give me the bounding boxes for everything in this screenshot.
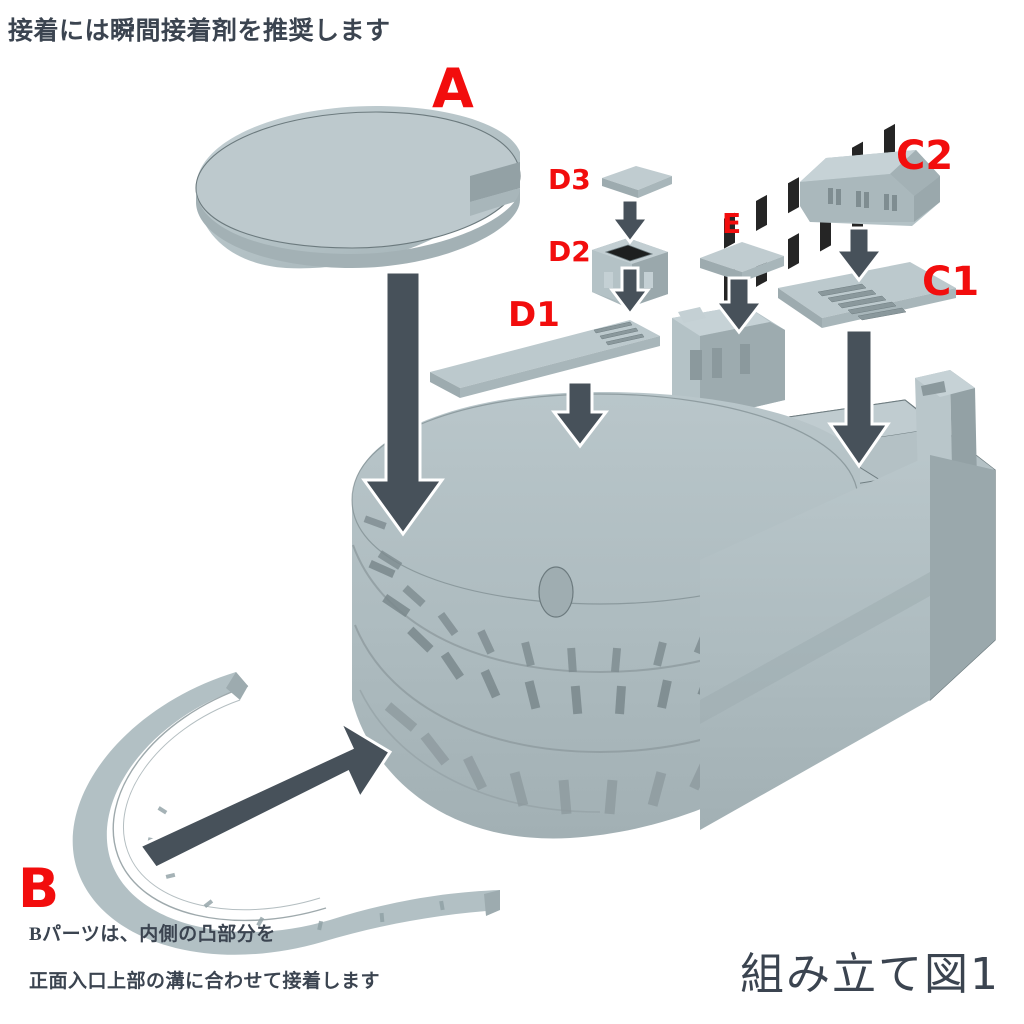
part-d3-plate <box>602 166 672 198</box>
assembly-arrows <box>137 198 891 870</box>
part-label-c1: C1 <box>922 259 980 305</box>
arrow-d1-down <box>550 380 610 449</box>
arrow-e-down <box>712 276 766 335</box>
part-label-a: A <box>432 57 474 120</box>
building-right-wing <box>700 123 930 830</box>
part-c2-gable-block <box>800 150 940 226</box>
part-label-d1: D1 <box>508 295 560 335</box>
part-b-instruction-line2: 正面入口上部の溝に合わせて接着します <box>29 970 381 992</box>
building-corner-tower <box>915 370 977 482</box>
part-a-dome <box>195 106 521 269</box>
part-b-instruction-line1: Bパーツは、内側の凸部分を <box>29 924 276 946</box>
arrow-c1-down <box>827 328 891 469</box>
arrow-d3-down <box>609 198 651 245</box>
part-d1-slab <box>430 320 660 398</box>
model-main-building <box>351 123 996 839</box>
part-label-d3: D3 <box>548 163 591 196</box>
arrow-b-diagonal <box>137 718 393 870</box>
part-label-b: B <box>18 857 60 920</box>
part-b-instruction-note: Bパーツは、内側の凸部分を 正面入口上部の溝に合わせて接着します <box>8 900 380 1016</box>
figure-caption: 組み立て図1 <box>740 949 1000 1000</box>
adhesive-note: 接着には瞬間接着剤を推奨します <box>8 18 391 45</box>
arrow-c2-down <box>832 226 886 283</box>
part-label-d2: D2 <box>548 235 591 268</box>
arrow-a-down <box>361 270 445 537</box>
building-central-tower <box>672 301 785 420</box>
part-c1-ribbed-panel <box>778 262 956 328</box>
part-label-e: E <box>722 207 742 240</box>
part-label-c2: C2 <box>896 133 954 179</box>
part-e-plate <box>700 242 784 282</box>
arrow-d2-down <box>609 266 651 317</box>
